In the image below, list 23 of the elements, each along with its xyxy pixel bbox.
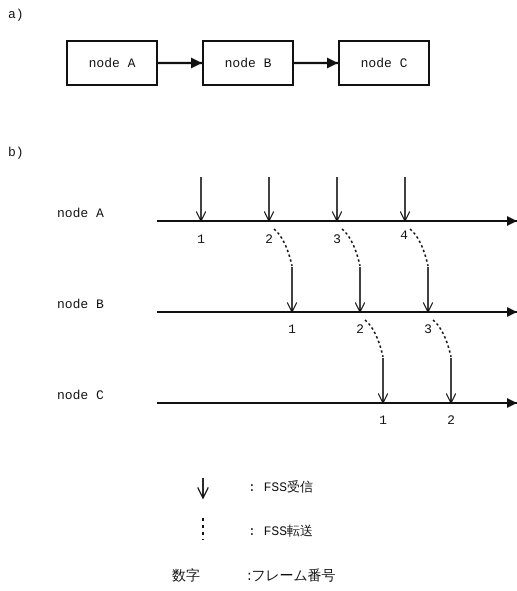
node-label: node A <box>57 206 104 221</box>
node-label: node C <box>57 388 104 403</box>
legend-text: : FSS受信 <box>248 480 314 495</box>
frame-number: 1 <box>288 322 296 337</box>
node-box: node B <box>202 40 294 86</box>
frame-number: 2 <box>447 413 455 428</box>
frame-number: 1 <box>379 413 387 428</box>
legend-key: 数字 <box>172 569 200 584</box>
node-box: node C <box>338 40 430 86</box>
legend-text: :フレーム番号 <box>247 569 336 584</box>
panel-label: b) <box>8 145 24 160</box>
frame-number: 2 <box>356 322 364 337</box>
frame-number: 2 <box>265 232 273 247</box>
panel-label: a) <box>8 7 24 22</box>
frame-number: 3 <box>424 322 432 337</box>
arrow <box>158 58 202 68</box>
frame-number: 3 <box>333 232 341 247</box>
node-box: node A <box>66 40 158 86</box>
frame-number: 1 <box>197 232 205 247</box>
legend-text: : FSS転送 <box>248 524 314 539</box>
frame-number: 4 <box>400 228 408 243</box>
node-label: node B <box>57 297 104 312</box>
arrow <box>294 58 338 68</box>
